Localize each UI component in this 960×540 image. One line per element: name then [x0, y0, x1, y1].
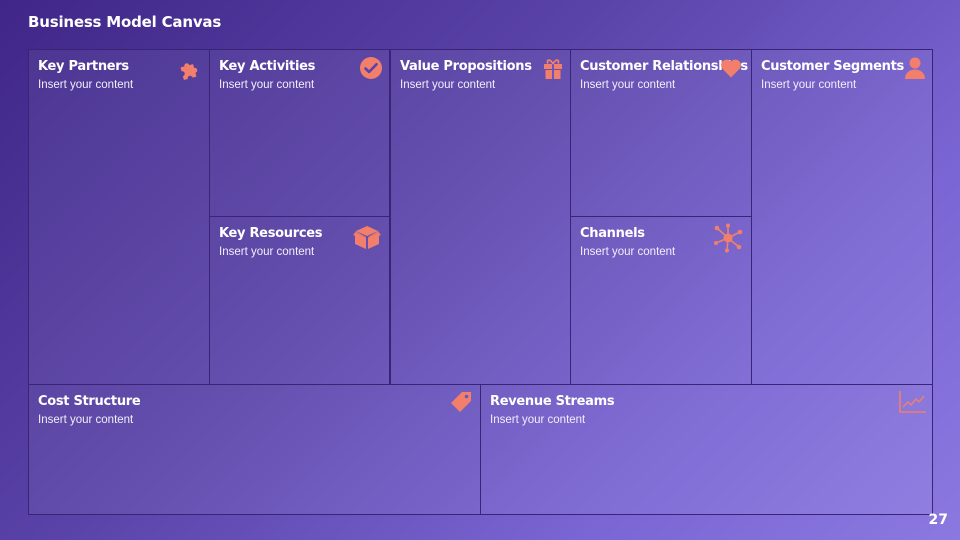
customer-segments-cell[interactable]: Customer Segments Insert your content [751, 49, 933, 385]
box-icon [352, 223, 382, 251]
gift-icon [541, 56, 565, 80]
key-activities-cell[interactable]: Key Activities Insert your content [209, 49, 390, 217]
customer-segments-body: Insert your content [761, 79, 857, 91]
cost-structure-cell[interactable]: Cost Structure Insert your content [28, 384, 481, 515]
cost-structure-body: Insert your content [38, 414, 134, 426]
heart-icon [719, 56, 743, 80]
user-icon [903, 56, 927, 80]
customer-segments-title: Customer Segments [761, 59, 904, 74]
business-model-canvas: Key Partners Insert your content Key Act… [28, 49, 933, 515]
channels-title: Channels [580, 226, 645, 241]
customer-relationships-cell[interactable]: Customer Relationships Insert your conte… [570, 49, 752, 217]
channels-cell[interactable]: Channels Insert your content [570, 216, 752, 385]
channels-body: Insert your content [580, 246, 676, 258]
key-resources-cell[interactable]: Key Resources Insert your content [209, 216, 390, 385]
revenue-streams-body: Insert your content [490, 414, 586, 426]
revenue-streams-title: Revenue Streams [490, 394, 615, 409]
revenue-streams-cell[interactable]: Revenue Streams Insert your content [480, 384, 933, 515]
key-activities-title: Key Activities [219, 59, 316, 74]
line-chart-icon [899, 390, 927, 414]
price-tag-icon [449, 390, 473, 414]
value-propositions-body: Insert your content [400, 79, 496, 91]
value-propositions-title: Value Propositions [400, 59, 532, 74]
key-resources-body: Insert your content [219, 246, 315, 258]
page-number: 27 [928, 512, 948, 528]
key-activities-body: Insert your content [219, 79, 315, 91]
puzzle-icon [178, 56, 202, 80]
slide-title: Business Model Canvas [28, 13, 222, 31]
cost-structure-title: Cost Structure [38, 394, 141, 409]
key-partners-cell[interactable]: Key Partners Insert your content [28, 49, 210, 385]
network-icon [713, 223, 743, 253]
customer-relationships-body: Insert your content [580, 79, 676, 91]
key-resources-title: Key Resources [219, 226, 323, 241]
value-propositions-cell[interactable]: Value Propositions Insert your content [390, 49, 571, 385]
key-partners-title: Key Partners [38, 59, 129, 74]
customer-relationships-title: Customer Relationships [580, 59, 748, 74]
key-partners-body: Insert your content [38, 79, 134, 91]
checkmark-icon [359, 56, 383, 80]
